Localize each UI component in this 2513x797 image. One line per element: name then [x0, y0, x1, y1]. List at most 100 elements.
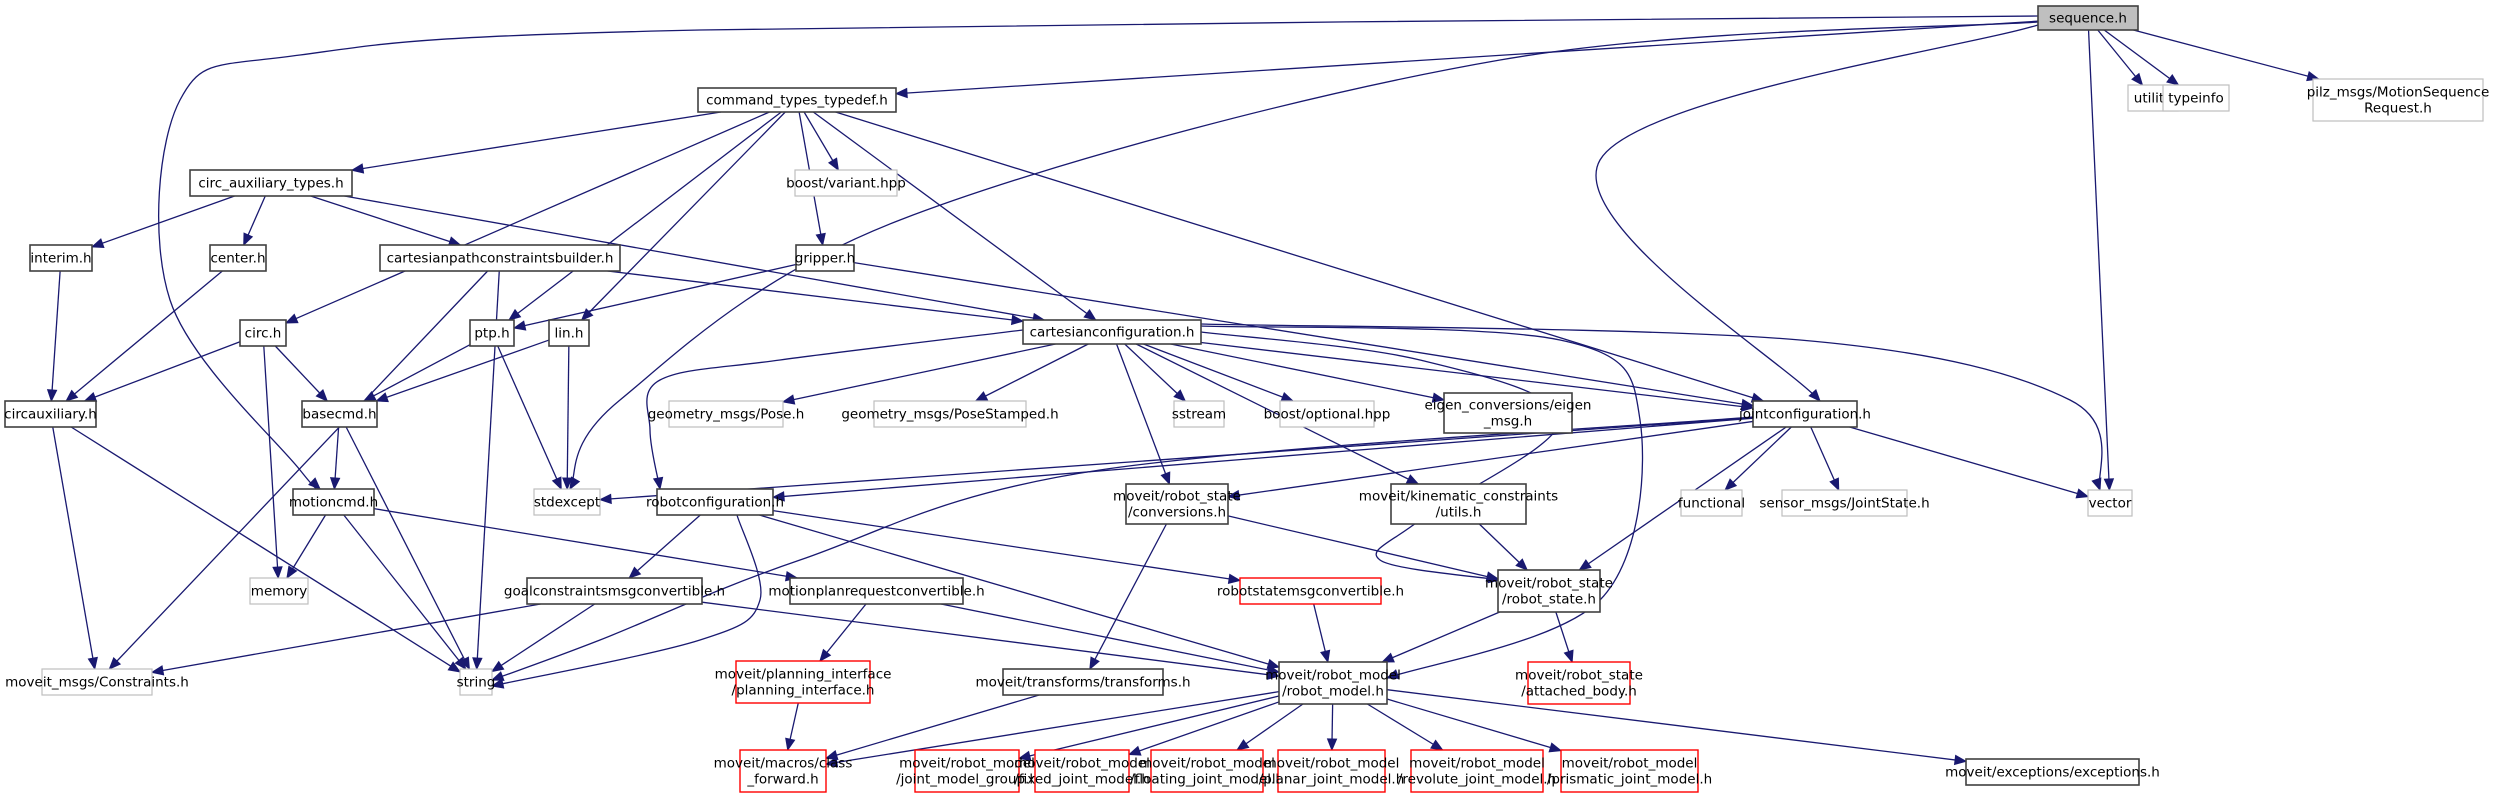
node-sequence[interactable]: sequence.h [2037, 5, 2139, 31]
arrowhead-jointconf-to-vector [2075, 488, 2090, 499]
node-robot_state[interactable]: moveit/robot_state/robot_state.h [1485, 569, 1613, 613]
node-box-jointconf[interactable] [1752, 400, 1858, 428]
node-goalcmc[interactable]: goalconstraintsmsgconvertible.h [504, 577, 725, 605]
node-box-motioncmd[interactable] [292, 488, 375, 516]
node-box-cpcb[interactable] [379, 244, 621, 272]
edge-command_types-to-circ [285, 111, 770, 324]
node-box-robot_model[interactable] [1278, 661, 1388, 705]
node-boost_optional: boost/optional.hpp [1264, 400, 1390, 428]
node-fixed_jm[interactable]: moveit/robot_model/fixed_joint_model.h [1014, 749, 1150, 793]
node-box-jmg[interactable] [914, 749, 1020, 793]
node-box-center[interactable] [209, 244, 267, 272]
node-label-geo_pose: geometry_msgs/Pose.h [648, 407, 805, 423]
node-box-transforms[interactable] [1002, 668, 1164, 696]
node-box-revolute_jm[interactable] [1410, 749, 1544, 793]
node-label-attached_body: /attached_body.h [1521, 684, 1637, 700]
node-interim[interactable]: interim.h [29, 244, 93, 272]
node-box-robot_state[interactable] [1497, 569, 1601, 613]
edge-lin-to-stdexcept [566, 345, 570, 490]
node-rsmc[interactable]: robotstatemsgconvertible.h [1217, 577, 1404, 605]
node-box-functional [1680, 489, 1743, 517]
edge-circaux-to-string [70, 426, 461, 673]
node-box-interim[interactable] [29, 244, 93, 272]
arrowhead-jointconf-to-rs_conv [1226, 489, 1241, 501]
node-revolute_jm[interactable]: moveit/robot_model/revolute_joint_model.… [1398, 749, 1556, 793]
node-box-fixed_jm[interactable] [1034, 749, 1130, 793]
node-box-floating_jm[interactable] [1150, 749, 1264, 793]
node-label-rsmc: robotstatemsgconvertible.h [1217, 584, 1404, 600]
node-label-moveit_constraints: moveit_msgs/Constraints.h [5, 675, 189, 691]
node-robotconf[interactable]: robotconfiguration.h [646, 488, 784, 516]
node-ptp[interactable]: ptp.h [469, 319, 515, 347]
node-kin_utils[interactable]: moveit/kinematic_constraints/utils.h [1359, 483, 1558, 525]
node-rs_conv[interactable]: moveit/robot_state/conversions.h [1113, 483, 1241, 525]
node-box-basecmd[interactable] [301, 400, 378, 428]
edge-robot_model-to-exceptions [1386, 689, 1967, 762]
node-box-planar_jm[interactable] [1277, 749, 1386, 793]
node-floating_jm[interactable]: moveit/robot_model/floating_joint_model.… [1130, 749, 1284, 793]
node-attached_body[interactable]: moveit/robot_state/attached_body.h [1515, 661, 1643, 705]
node-box-gripper[interactable] [795, 244, 855, 272]
node-label-rs_conv: moveit/robot_state [1113, 489, 1241, 505]
node-circ[interactable]: circ.h [239, 319, 287, 347]
node-command_types[interactable]: command_types_typedef.h [697, 87, 897, 113]
arrowhead-rs_conv-to-transforms [1089, 656, 1100, 671]
node-mprc[interactable]: motionplanrequestconvertible.h [768, 577, 985, 605]
node-box-prismatic_jm[interactable] [1560, 749, 1699, 793]
node-box-sequence[interactable] [2037, 5, 2139, 31]
node-box-mprc[interactable] [789, 577, 964, 605]
node-lin[interactable]: lin.h [548, 319, 590, 347]
node-box-class_forward[interactable] [739, 749, 827, 793]
edge-motioncmd-to-string [343, 514, 467, 670]
node-label-lin: lin.h [555, 326, 584, 342]
node-motioncmd[interactable]: motioncmd.h [289, 488, 378, 516]
node-label-geo_posest: geometry_msgs/PoseStamped.h [841, 407, 1058, 423]
node-prismatic_jm[interactable]: moveit/robot_model/prismatic_joint_model… [1547, 749, 1712, 793]
node-eigen_conv[interactable]: eigen_conversions/eigen_msg.h [1425, 392, 1592, 434]
node-center[interactable]: center.h [209, 244, 267, 272]
node-robot_model[interactable]: moveit/robot_model/robot_model.h [1265, 661, 1401, 705]
node-cpcb[interactable]: cartesianpathconstraintsbuilder.h [379, 244, 621, 272]
node-exceptions[interactable]: moveit/exceptions/exceptions.h [1945, 758, 2160, 786]
node-label-exceptions: moveit/exceptions/exceptions.h [1945, 765, 2160, 781]
node-circ_aux_types[interactable]: circ_auxiliary_types.h [189, 169, 353, 197]
node-class_forward[interactable]: moveit/macros/class_forward.h [714, 749, 853, 793]
node-box-rs_conv[interactable] [1125, 483, 1229, 525]
arrowhead-circaux-to-string [447, 661, 462, 673]
node-box-rsmc[interactable] [1239, 577, 1382, 605]
node-box-planning_iface[interactable] [735, 660, 871, 704]
edge-sequence-to-jointconf [1595, 24, 2039, 402]
node-box-goalcmc[interactable] [526, 577, 703, 605]
node-box-command_types[interactable] [697, 87, 897, 113]
node-transforms[interactable]: moveit/transforms/transforms.h [975, 668, 1191, 696]
edge-sequence-to-motioncmd [157, 15, 2039, 491]
edge-circ-to-memory [263, 345, 279, 579]
node-circaux[interactable]: circauxiliary.h [4, 400, 97, 428]
node-box-kin_utils[interactable] [1390, 483, 1527, 525]
node-planar_jm[interactable]: moveit/robot_model/planar_joint_model.h [1259, 749, 1405, 793]
node-box-robotconf[interactable] [656, 488, 774, 516]
node-moveit_constraints: moveit_msgs/Constraints.h [5, 668, 189, 696]
edge-cartconf-to-vector [1200, 323, 2103, 491]
node-label-planning_iface: moveit/planning_interface [715, 667, 892, 683]
node-box-exceptions[interactable] [1965, 758, 2140, 786]
node-box-circ[interactable] [239, 319, 287, 347]
node-jointconf[interactable]: jointconfiguration.h [1738, 400, 1871, 428]
node-cartconf[interactable]: cartesianconfiguration.h [1022, 319, 1202, 345]
node-jmg[interactable]: moveit/robot_model/joint_model_group.h [896, 749, 1038, 793]
node-basecmd[interactable]: basecmd.h [301, 400, 378, 428]
node-box-circaux[interactable] [4, 400, 97, 428]
node-functional: functional [1678, 489, 1745, 517]
node-stdexcept: stdexcept [533, 488, 601, 516]
node-box-lin[interactable] [548, 319, 590, 347]
node-box-geo_pose [668, 400, 784, 428]
node-box-eigen_conv[interactable] [1443, 392, 1573, 434]
node-box-attached_body[interactable] [1527, 661, 1631, 705]
arrowhead-robotconf-to-rsmc [1227, 573, 1242, 584]
arrowhead-cartconf-to-eigen_conv [1431, 392, 1446, 403]
node-box-cartconf[interactable] [1022, 319, 1202, 345]
node-box-circ_aux_types[interactable] [189, 169, 353, 197]
node-planning_iface[interactable]: moveit/planning_interface/planning_inter… [715, 660, 892, 704]
node-box-ptp[interactable] [469, 319, 515, 347]
node-gripper[interactable]: gripper.h [795, 244, 855, 272]
